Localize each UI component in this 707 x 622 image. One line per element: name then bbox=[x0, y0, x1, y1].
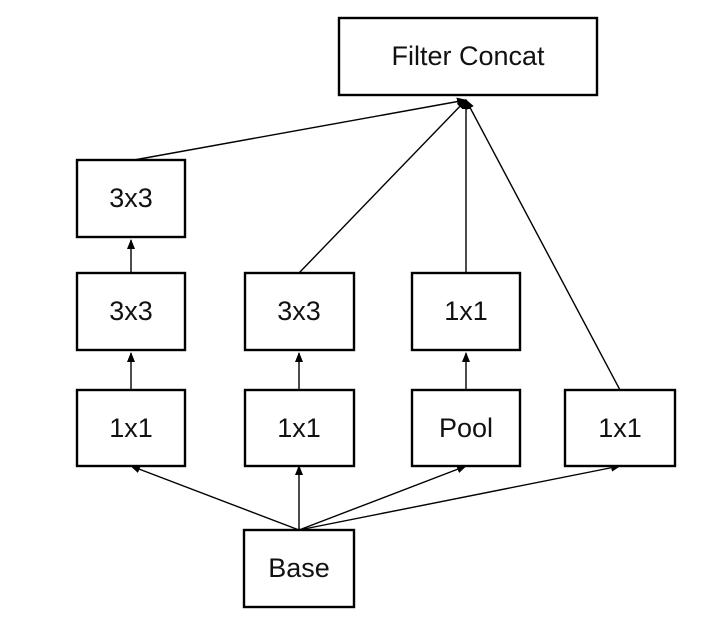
node-branch2-mid: 3x3 bbox=[243, 271, 356, 352]
branch1-top-box bbox=[75, 158, 187, 239]
branch1-top-label: 3x3 bbox=[109, 183, 153, 213]
edge-base-to-b3 bbox=[298, 465, 467, 531]
edge-base-to-b1 bbox=[130, 465, 300, 531]
branch1-bot-box bbox=[75, 388, 187, 468]
branch4-bot-label: 1x1 bbox=[598, 413, 642, 443]
edge-branch2-to-concat bbox=[298, 99, 467, 274]
branch4-bot-box bbox=[563, 388, 677, 468]
filter-concat-label: Filter Concat bbox=[391, 41, 545, 71]
branch2-bot-label: 1x1 bbox=[277, 413, 321, 443]
filter-concat-box bbox=[337, 16, 599, 97]
node-base: Base bbox=[242, 528, 356, 609]
branch2-mid-label: 3x3 bbox=[277, 296, 321, 326]
node-filter-concat: Filter Concat bbox=[337, 16, 599, 97]
edge-base-to-b4 bbox=[298, 463, 621, 531]
node-branch3-mid: 1x1 bbox=[410, 271, 522, 352]
edge-branch1-to-concat bbox=[133, 97, 467, 161]
edges bbox=[127, 97, 621, 531]
branch1-bot-label: 1x1 bbox=[109, 413, 153, 443]
branch1-mid-box bbox=[75, 271, 187, 352]
branch3-mid-label: 1x1 bbox=[444, 296, 488, 326]
node-branch1-top: 3x3 bbox=[75, 158, 187, 239]
node-branch3-pool: Pool bbox=[410, 388, 522, 468]
node-branch4-bot: 1x1 bbox=[563, 388, 677, 468]
node-branch2-bot: 1x1 bbox=[243, 388, 356, 468]
branch1-mid-label: 3x3 bbox=[109, 296, 153, 326]
edge-branch4-to-concat bbox=[465, 99, 621, 391]
branch3-pool-label: Pool bbox=[439, 413, 493, 443]
branch2-mid-box bbox=[243, 271, 356, 352]
branch2-bot-box bbox=[243, 388, 356, 468]
node-branch1-bot: 1x1 bbox=[75, 388, 187, 468]
base-box bbox=[242, 528, 356, 609]
branch3-mid-box bbox=[410, 271, 522, 352]
branch3-pool-box bbox=[410, 388, 522, 468]
node-branch1-mid: 3x3 bbox=[75, 271, 187, 352]
base-label: Base bbox=[268, 553, 330, 583]
